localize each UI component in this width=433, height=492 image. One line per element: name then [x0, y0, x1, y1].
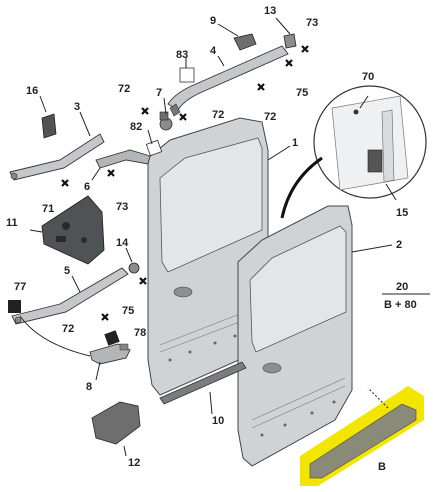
roller-14 — [128, 262, 140, 274]
label-83: 83 — [176, 49, 188, 61]
label-72-d: 72 — [62, 323, 74, 335]
hinge-arm-6 — [95, 149, 151, 169]
clip-78 — [104, 330, 120, 346]
reference-numerator: 20 — [396, 281, 408, 293]
clip-77 — [8, 300, 21, 313]
detail-inset — [313, 85, 427, 199]
lower-rail-10 — [159, 361, 247, 405]
label-71: 71 — [42, 203, 54, 215]
label-73-b: 73 — [116, 201, 128, 213]
cover-16 — [41, 113, 57, 139]
label-82: 82 — [130, 121, 142, 133]
label-75-a: 75 — [296, 87, 308, 99]
label-70: 70 — [362, 71, 374, 83]
door-panel-2 — [237, 205, 353, 467]
reference-code: 20 B + 80 — [382, 281, 430, 311]
upper-rail-4 — [167, 45, 289, 117]
label-77: 77 — [14, 281, 26, 293]
label-3: 3 — [74, 101, 80, 113]
lower-rail-5 — [11, 267, 129, 325]
plate-11 — [41, 195, 105, 265]
label-13: 13 — [264, 5, 276, 17]
label-1: 1 — [292, 137, 298, 149]
label-9: 9 — [210, 15, 216, 27]
label-12: 12 — [128, 457, 140, 469]
roller-7 — [159, 111, 173, 131]
pad-12 — [91, 401, 141, 445]
reference-denominator: B + 80 — [384, 299, 417, 311]
label-5: 5 — [64, 265, 70, 277]
label-7: 7 — [156, 87, 162, 99]
label-78: 78 — [134, 327, 146, 339]
label-11: 11 — [6, 217, 18, 229]
highlighted-strip-b — [300, 386, 424, 486]
label-73-a: 73 — [306, 17, 318, 29]
leader-lines — [29, 17, 397, 457]
square-83 — [179, 67, 195, 83]
label-8: 8 — [86, 381, 92, 393]
stop-13 — [283, 33, 297, 49]
label-6: 6 — [84, 181, 90, 193]
callout-labels: 1 2 3 4 5 6 7 8 9 10 11 12 13 14 15 16 7… — [6, 5, 408, 473]
label-16: 16 — [26, 85, 38, 97]
label-b: B — [378, 461, 386, 473]
label-2: 2 — [396, 239, 402, 251]
fastener-crosses — [61, 45, 309, 321]
label-72-a: 72 — [118, 83, 130, 95]
label-4: 4 — [210, 45, 217, 57]
label-15: 15 — [396, 207, 408, 219]
label-75-b: 75 — [122, 305, 134, 317]
label-72-b: 72 — [212, 109, 224, 121]
label-14: 14 — [116, 237, 129, 249]
bracket-9 — [233, 33, 257, 51]
middle-rail-3 — [9, 133, 105, 181]
hinge-lower-8 — [89, 343, 131, 365]
label-72-c: 72 — [264, 111, 276, 123]
label-10: 10 — [212, 415, 224, 427]
